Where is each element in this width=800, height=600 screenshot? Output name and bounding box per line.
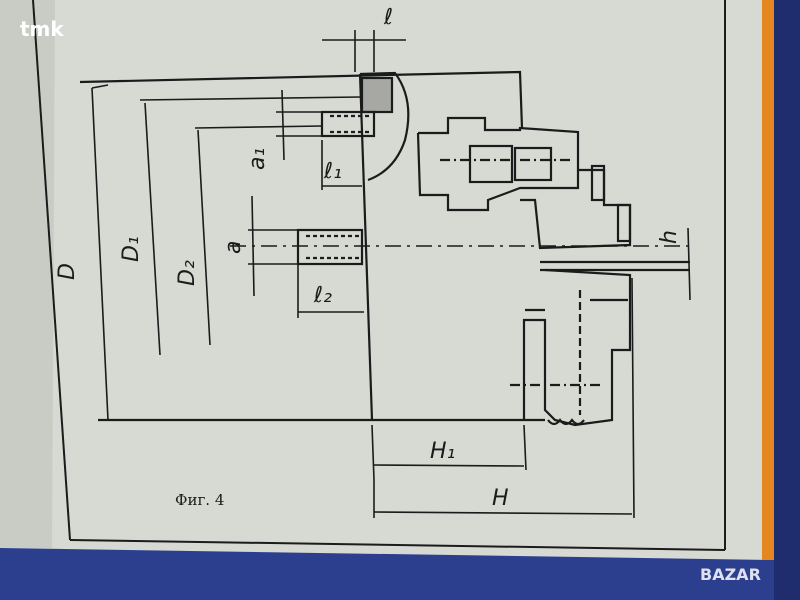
paper-edge-right [774, 0, 800, 600]
page-frame [32, 0, 726, 551]
chuck-drawing [79, 70, 690, 427]
watermark-bottom-right: BAZAR [700, 565, 761, 584]
orange-edge [762, 0, 774, 560]
figure-caption: Фиг. 4 [175, 491, 224, 509]
paper-shadow-left [0, 0, 55, 548]
dim-label-H: H [492, 486, 509, 511]
dim-label-a: a [221, 241, 246, 254]
dim-label-D2: D₂ [175, 260, 200, 286]
watermark-top-left: tmk [20, 17, 64, 41]
dim-label-H1: H₁ [430, 439, 455, 464]
dim-label-D: D [55, 263, 80, 280]
dim-label-D1: D₁ [119, 236, 144, 262]
dim-label-h: h [657, 230, 682, 244]
dimension-lines [91, 30, 691, 519]
dim-label-l2: ℓ₂ [313, 283, 332, 308]
dim-label-a1: a₁ [245, 148, 270, 170]
dim-label-l: ℓ [383, 5, 393, 30]
dim-label-l1: ℓ₁ [323, 159, 342, 184]
